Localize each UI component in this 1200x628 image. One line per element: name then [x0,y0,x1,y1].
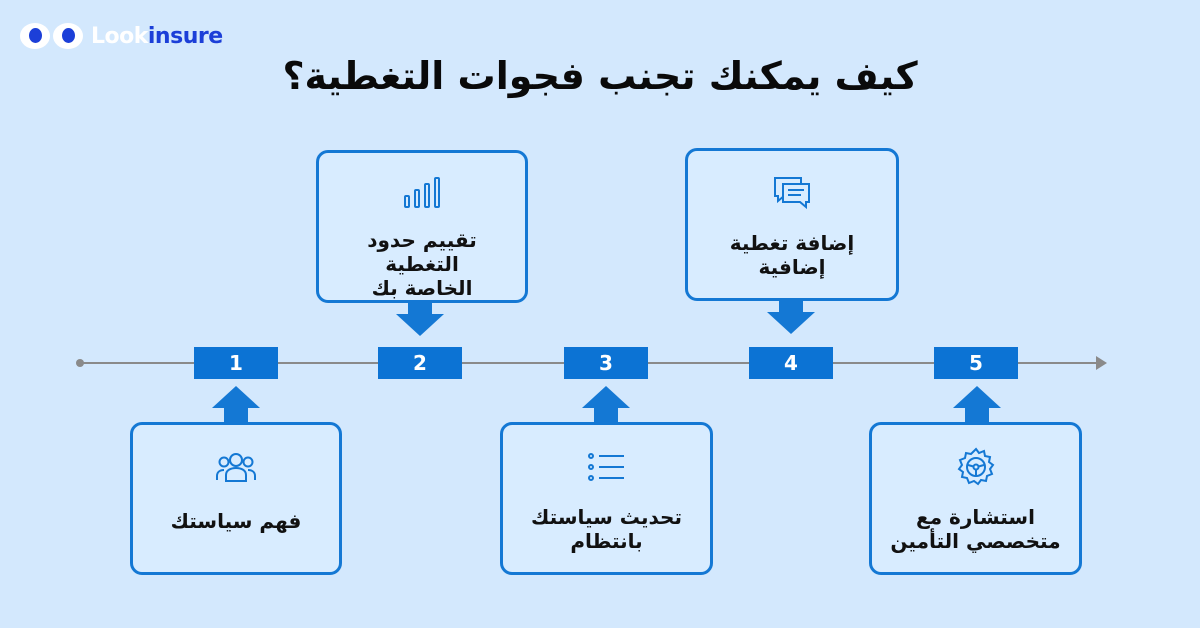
step-label-3-line-1: تحديث سياستك [531,505,682,529]
step-card-1: فهم سياستك [130,422,342,575]
step-label-1-line-1: فهم سياستك [170,509,302,533]
arrow-up-step-3 [582,386,630,424]
timeline-start-dot [76,359,84,367]
step-number-5: 5 [934,347,1018,379]
arrow-down-step-4 [767,300,815,334]
timeline-end-arrow-icon [1096,356,1107,370]
steering-wheel-icon [956,447,996,487]
arrow-up-step-5 [953,386,1001,424]
step-label-5: استشارة مع متخصصي التأمين [880,505,1070,553]
arrow-up-step-1 [212,386,260,424]
step-label-5-line-1: استشارة مع [916,505,1035,529]
step-label-2-line-2: الخاصة بك [371,276,473,300]
step-label-4: إضافة تغطية إضافية [720,231,864,279]
brand-name-part1: Look [91,23,148,49]
step-label-3-line-2: بانتظام [570,529,643,553]
step-number-1: 1 [194,347,278,379]
step-card-5: استشارة مع متخصصي التأمين [869,422,1082,575]
brand-name: Lookinsure [91,24,223,49]
step-card-2: تقييم حدود التغطية الخاصة بك [316,150,528,303]
step-card-3: تحديث سياستك بانتظام [500,422,713,575]
step-label-1: فهم سياستك [161,509,312,533]
arrow-down-step-2 [396,302,444,336]
step-label-2: تقييم حدود التغطية الخاصة بك [319,228,525,300]
step-number-4: 4 [749,347,833,379]
users-icon [215,447,257,487]
chat-icon [772,173,812,213]
brand-name-part2: insure [147,23,223,49]
list-icon [587,447,627,487]
step-number-3: 3 [564,347,648,379]
step-card-4: إضافة تغطية إضافية [685,148,899,301]
step-label-4-line-1: إضافة تغطية [729,231,855,255]
bar-chart-icon [402,175,442,210]
step-number-2: 2 [378,347,462,379]
brand-logo[interactable]: Lookinsure [20,23,223,49]
logo-eyes-icon [20,23,83,49]
step-label-2-line-1: تقييم حدود التغطية [367,228,477,276]
step-label-4-line-2: إضافية [758,255,826,279]
page-title: كيف يمكنك تجنب فجوات التغطية؟ [282,54,918,98]
step-label-5-line-2: متخصصي التأمين [890,529,1061,553]
step-label-3: تحديث سياستك بانتظام [521,505,692,553]
